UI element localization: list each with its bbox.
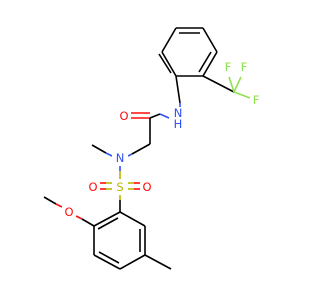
- bond-top-ring-1-inner: [158, 53, 172, 74]
- structure-svg: O N H N S O O O F: [43, 27, 263, 270]
- bond-top-ring-5: [202, 51, 218, 77]
- atom-nh-n-label: N: [174, 106, 183, 120]
- bond-ring-nh: [175, 75, 181, 104]
- bond-bot-ring-1: [93, 211, 121, 227]
- bond-ch2-nme-n: [127, 153, 133, 157]
- bond-bot-ring-4: [119, 254, 146, 270]
- bond-ome-methyl-o: [55, 203, 63, 208]
- bond-n-methyl: [91, 144, 107, 154]
- bond-nh-carbonyl: [159, 113, 170, 119]
- atom-s: S: [113, 179, 127, 195]
- atom-f-top-right-label: F: [241, 60, 248, 74]
- atom-f-right: F: [250, 92, 263, 108]
- bond-top-ring-2: [161, 27, 177, 53]
- atom-o-sulfonyl-left-label: O: [88, 180, 97, 194]
- atom-f-top-left-label: F: [225, 60, 232, 74]
- atom-o-sulfonyl-right-label: O: [142, 180, 151, 194]
- bond-c-f-topright: [233, 76, 242, 93]
- atom-o-carbonyl-label: O: [119, 109, 128, 123]
- bond-ring-cf3: [202, 75, 235, 93]
- bond-bot-ring-3: [93, 254, 121, 270]
- atom-n-methyl: N: [112, 150, 128, 166]
- atom-nh: N H: [171, 106, 186, 131]
- atom-o-sulfonyl-left: O: [86, 179, 100, 195]
- bond-bot-ring-6: [119, 211, 146, 227]
- atom-o-methoxy: O: [62, 204, 76, 220]
- bond-ch2-nme: [131, 143, 151, 155]
- bond-nh-carbonyl-c: [149, 113, 161, 119]
- atom-s-label: S: [116, 180, 123, 194]
- bond-ome-methyl: [43, 196, 57, 205]
- bond-top-ring-1: [161, 51, 177, 77]
- molecule-diagram: O N H N S O O O F: [43, 27, 263, 270]
- atom-o-sulfonyl-right: O: [140, 179, 154, 195]
- atom-f-top-left: F: [222, 59, 235, 75]
- bond-ring-ome-c: [81, 218, 95, 227]
- atom-o-methoxy-label: O: [64, 205, 73, 219]
- bond-ring-ome-o: [75, 215, 83, 220]
- atom-n-methyl-label: N: [116, 151, 125, 165]
- bond-bot-ring-1-inner: [97, 217, 119, 230]
- bond-c-f-topleft: [228, 76, 235, 93]
- bond-ring-methyl: [144, 254, 172, 270]
- bond-top-ring-5-inner: [198, 51, 212, 73]
- bond-c-f-right: [233, 91, 251, 99]
- atom-f-right-label: F: [253, 93, 260, 107]
- atom-o-carbonyl: O: [117, 108, 131, 124]
- bond-bot-ring-3-inner: [98, 251, 120, 264]
- atom-f-top-right: F: [238, 59, 251, 75]
- bond-n-methyl-n: [105, 152, 113, 157]
- bond-top-ring-4: [202, 27, 218, 53]
- atom-nh-h-label: H: [174, 117, 183, 131]
